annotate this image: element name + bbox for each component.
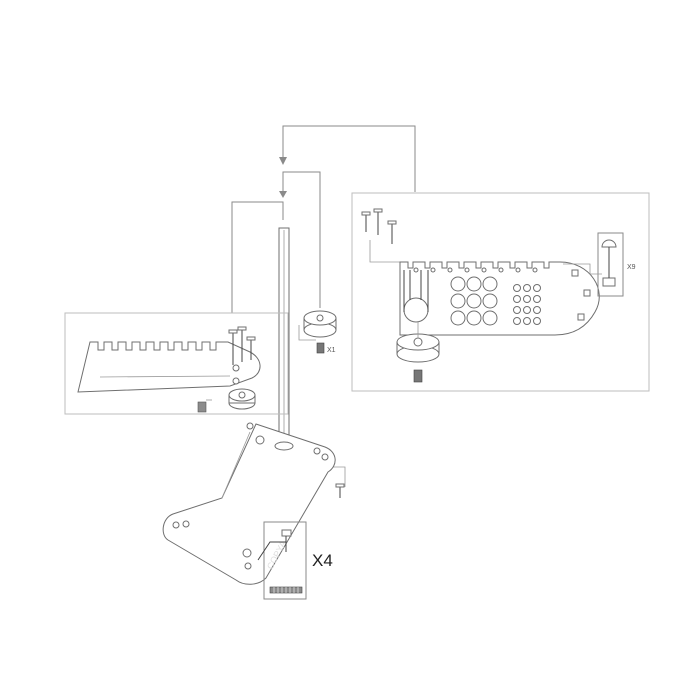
qty-label-bottom-screw: X4 [312,551,333,570]
left-panel-saw-assembly [64,312,289,415]
qty-label-right-bracket: X9 [627,264,636,271]
right-panel-rack-assembly: X9 [351,192,650,392]
center-collar-nut: X1 [303,310,337,354]
bottom-lever-plate: COPYA [162,422,345,585]
qty-label-center-nut: X1 [327,347,336,354]
connector-lines [231,125,416,487]
bottom-detail-box: X4 [257,521,333,600]
